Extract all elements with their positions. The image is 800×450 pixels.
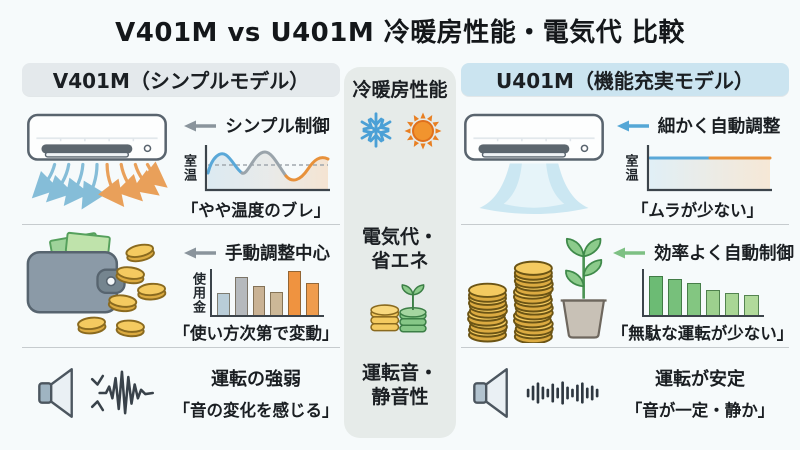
coin-stacks-and-plant-icon <box>461 225 611 347</box>
result-caption: 「使い方次第で変動」 <box>173 324 339 343</box>
bar-chart-u401m-cost <box>641 269 764 317</box>
control-style-label: 手動調整中心 <box>225 244 330 264</box>
usage-cost-chart <box>641 269 764 317</box>
bar-v401m-usage-cost-3 <box>270 292 284 315</box>
annotation-line: シンプル制御 <box>182 113 330 138</box>
speaker-with-bars <box>461 366 611 420</box>
category-cost-label: 電気代・ 省エネ <box>361 226 438 272</box>
annotation-line: 効率よく自動制御 <box>611 240 794 265</box>
result-caption: 「やや温度のブレ」 <box>181 201 331 220</box>
annotation-line: 細かく自動調整 <box>615 113 781 138</box>
category-noise-label: 運転音・ 静音性 <box>361 362 438 408</box>
cool-airflow-arrows <box>31 162 106 210</box>
page-title: V401M vs U401M 冷暖房性能・電気代 比較 <box>115 18 685 48</box>
ac-unit-with-gentle-airflow-icon <box>461 98 606 224</box>
category-panel: 冷暖房性能 <box>344 67 456 438</box>
graph-y-label: 室温 <box>622 154 638 182</box>
wallet-with-coins-icon <box>22 225 172 347</box>
speaker-icon <box>473 367 508 418</box>
u401m-noise-row: 運転が安定 「音が一定・静か」 <box>461 347 789 437</box>
u401m-column: U401M（機能充実モデル） <box>461 63 794 437</box>
control-style-label: シンプル制御 <box>225 117 330 137</box>
noise-caption: 「音が一定・静か」 <box>625 400 775 420</box>
snowflake-icon <box>360 112 392 148</box>
annotation-line: 手動調整中心 <box>182 240 330 265</box>
speaker-with-wave <box>22 366 172 420</box>
u401m-cost-row: 効率よく自動制御 「無駄な運転が少ない」 <box>461 224 794 347</box>
usage-cost-chart: 使用金 <box>188 269 324 317</box>
noise-text: 運転が安定 「音が一定・静か」 <box>611 365 789 421</box>
bar-chart-v401m-cost <box>210 269 324 317</box>
ac-unit-with-airflow-icon <box>22 98 172 224</box>
tall-coin-stack <box>512 260 554 343</box>
coins-and-sprout-icon <box>370 284 427 333</box>
control-style-label: 効率よく自動制御 <box>654 244 794 264</box>
v401m-rows: シンプル制御 室温 <box>22 98 340 437</box>
noise-label: 運転の強弱 <box>211 368 301 390</box>
flat-line-chart <box>646 145 772 192</box>
v401m-header: V401M（シンプルモデル） <box>22 63 340 96</box>
u401m-rows: 細かく自動調整 室温 <box>461 98 794 437</box>
ac-unit-icon <box>463 113 604 214</box>
room-temp-graph: 室温 <box>621 142 775 194</box>
bar-u401m-usage-cost-4 <box>725 292 740 315</box>
bar-u401m-usage-cost-1 <box>667 279 682 315</box>
v401m-noise-row: 運転の強弱 「音の変化を感じる」 <box>22 347 340 437</box>
wallet-icon <box>26 231 167 339</box>
short-coin-stack <box>467 282 508 343</box>
arrow-left-icon <box>184 120 217 131</box>
wavy-line-chart <box>204 145 330 192</box>
chart-y-label: 使用金 <box>190 272 205 314</box>
v401m-performance-row: シンプル制御 室温 <box>22 98 340 224</box>
control-style-label: 細かく自動調整 <box>657 117 781 137</box>
speaker-icon <box>38 367 73 418</box>
category-performance-label: 冷暖房性能 <box>352 79 448 101</box>
u401m-header: U401M（機能充実モデル） <box>461 63 789 96</box>
cost-icons <box>344 284 456 333</box>
v401m-column: V401M（シンプルモデル） <box>22 63 340 437</box>
sun-icon <box>404 112 442 150</box>
bar-v401m-usage-cost-2 <box>252 286 266 315</box>
warm-airflow-arrows <box>98 161 168 208</box>
bar-v401m-usage-cost-5 <box>306 282 319 315</box>
irregular-wave-icon <box>90 369 155 414</box>
ac-unit-icon <box>27 113 168 210</box>
bar-v401m-usage-cost-4 <box>288 270 302 315</box>
graph-y-label: 室温 <box>181 154 196 182</box>
bar-u401m-usage-cost-0 <box>648 275 663 315</box>
plant-icon <box>560 237 607 339</box>
performance-icons <box>344 111 456 151</box>
arrow-left-icon <box>184 247 216 258</box>
bar-v401m-usage-cost-1 <box>234 277 248 315</box>
bar-u401m-usage-cost-5 <box>744 294 759 315</box>
arrow-left-icon <box>613 247 645 258</box>
result-caption: 「無駄な運転が少ない」 <box>611 324 794 343</box>
v401m-cost-row: 手動調整中心 使用金 「使い方次第で変動」 <box>22 224 340 347</box>
noise-text: 運転の強弱 「音の変化を感じる」 <box>172 365 340 421</box>
bar-v401m-usage-cost-0 <box>217 292 230 315</box>
u401m-performance-row: 細かく自動調整 室温 <box>461 98 789 224</box>
coin-stacks-icon <box>467 237 607 343</box>
steady-bars-icon <box>526 380 599 405</box>
bar-u401m-usage-cost-2 <box>686 282 702 315</box>
arrow-left-icon <box>616 120 649 131</box>
room-temp-graph: 室温 <box>179 142 333 194</box>
noise-caption: 「音の変化を感じる」 <box>173 400 339 420</box>
bar-u401m-usage-cost-3 <box>706 289 721 315</box>
noise-label: 運転が安定 <box>655 368 745 390</box>
result-caption: 「ムラが少ない」 <box>631 201 764 220</box>
